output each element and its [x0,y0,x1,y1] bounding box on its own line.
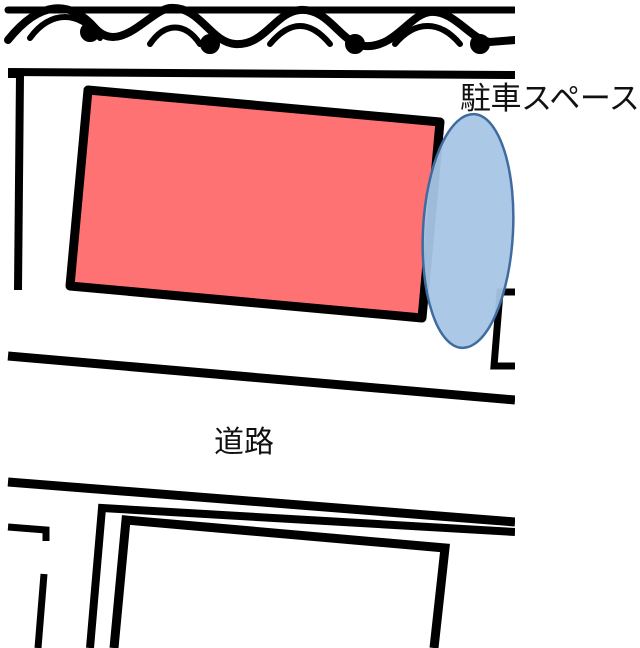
road-edge-north [7,351,516,405]
hedge-knot [200,34,220,54]
hedge-knot [80,22,100,42]
parking-space-label: 駐車スペース [460,81,640,117]
lower-left-lot [7,523,50,541]
right-lot-edge [490,288,515,370]
lower-left-lot-edge [34,573,48,648]
lower-building-outer [86,503,516,648]
left-lot-edge [8,70,25,291]
road-label: 道路 [214,425,274,460]
road-edge-south [7,477,516,527]
upper-lot-boundary [7,68,516,79]
building [65,85,445,323]
hedge-knot [345,34,365,54]
hedge-border [4,4,519,54]
parking-space-area [421,112,515,350]
blank-margin [515,360,640,648]
blank-margin-top [515,0,640,80]
lower-building-inner [109,515,450,648]
hedge-knot [470,34,490,54]
